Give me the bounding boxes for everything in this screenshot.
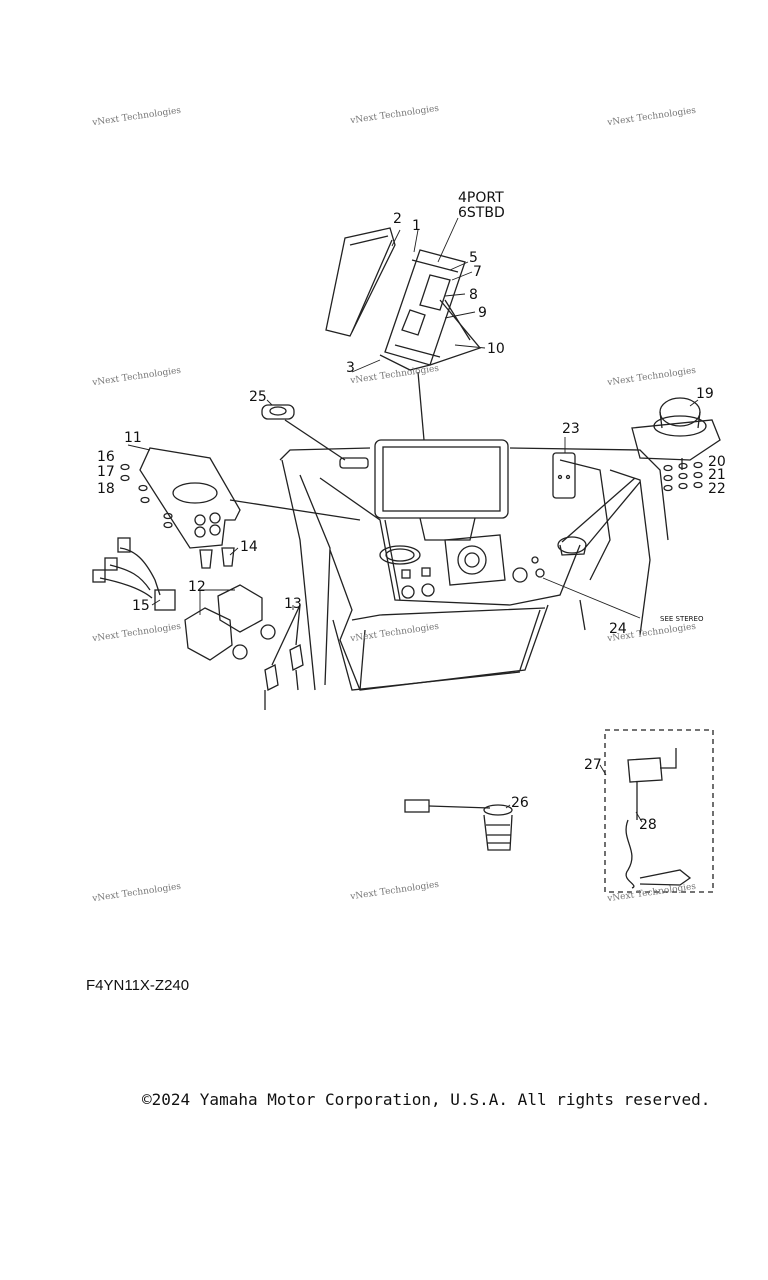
callout-11: 11 [124,430,142,446]
callout-27: 27 [584,757,602,773]
callout-26: 26 [511,795,529,811]
callout-15: 15 [132,598,150,614]
callout-3: 3 [346,360,355,376]
callout-5: 5 [469,250,478,266]
part-14-caps [199,547,235,569]
callout-24: 24 [609,621,627,637]
part-25-fob [261,404,369,469]
callout-6stbd: 6STBD [458,205,505,221]
part-2-panel [325,227,396,337]
callout-28: 28 [639,817,657,833]
callout-8: 8 [469,287,478,303]
part-27-lanyard-box [604,729,714,893]
callout-4port: 4PORT [458,190,504,206]
callout-18: 18 [97,481,115,497]
callout-12: 12 [188,579,206,595]
fasteners-20-22 [663,461,703,492]
part-13-keys [264,604,304,710]
callout-1: 1 [412,218,421,234]
part-1-gauge-housing [379,249,482,441]
part-19-throttle [631,397,721,470]
part-26-socket [404,799,513,851]
callout-13: 13 [284,596,302,612]
callout-23: 23 [562,421,580,437]
callout-20: 20 [708,454,726,470]
part-12-switches [184,584,276,661]
dashboard-console [279,439,669,691]
callout-9: 9 [478,305,487,321]
diagram-code: F4YN11X-Z240 [86,977,190,994]
callout-25: 25 [249,389,267,405]
see-stereo-note: SEE STEREO [660,615,704,623]
callout-2: 2 [393,211,402,227]
part-11-plate [139,447,361,549]
copyright-notice: ©2024 Yamaha Motor Corporation, U.S.A. A… [142,1090,711,1109]
fasteners-16-18 [120,463,173,529]
callout-22: 22 [708,481,726,497]
leader-lines [127,217,699,823]
callout-16: 16 [97,449,115,465]
callout-19: 19 [696,386,714,402]
part-15-harness [92,537,176,611]
callout-10: 10 [487,341,505,357]
callout-17: 17 [97,464,115,480]
callout-21: 21 [708,467,726,483]
callout-7: 7 [473,264,482,280]
part-23-bracket [552,452,576,499]
callout-14: 14 [240,539,258,555]
